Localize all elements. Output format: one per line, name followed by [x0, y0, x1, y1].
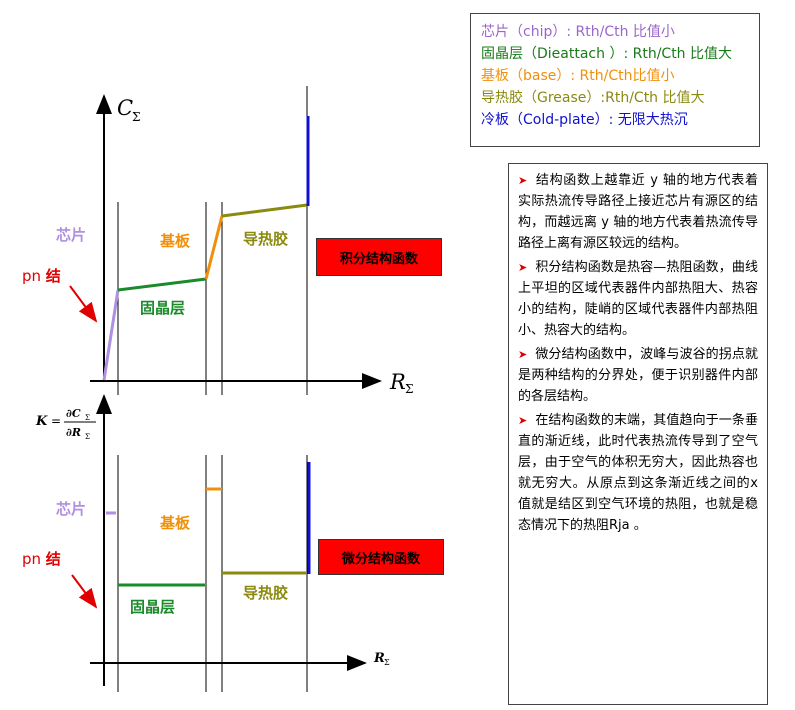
bottom-label-pn: pn 结 — [22, 548, 61, 569]
explanation-2: ➤积分结构函数是热容—热阻函数，曲线上平坦的区域代表器件内部热阻大、热容小的结构… — [518, 257, 758, 341]
svg-text:K: K — [35, 414, 48, 429]
top-label-die-attach: 固晶层 — [140, 299, 186, 317]
bottom-label-grease: 导热胶 — [243, 584, 289, 602]
bottom-label-chip: 芯片 — [56, 500, 87, 518]
bottom-pn-prefix: pn — [22, 550, 46, 568]
top-pn-prefix: pn — [22, 267, 46, 285]
legend-grease: 导热胶（Grease）:Rth/Cth 比值大 — [481, 90, 705, 106]
top-y-label-sub: Σ — [132, 110, 140, 124]
structure-function-diagram: C Σ R Σ R Σ K = ∂C Σ ∂R Σ — [35, 86, 413, 692]
top-label-pn: pn 结 — [22, 265, 61, 286]
svg-text:Σ: Σ — [85, 414, 90, 422]
k-formula: K = ∂C Σ ∂R Σ — [35, 407, 96, 441]
bottom-label-substrate: 基板 — [160, 514, 191, 532]
legend-cold-plate: 冷板（Cold-plate）: 无限大热沉 — [481, 112, 688, 128]
legend-die-attach: 固晶层（Dieattach ）: Rth/Cth 比值大 — [481, 46, 733, 62]
explanation-4: ➤在结构函数的末端，其值趋向于一条垂直的渐近线，此时代表热流传导到了空气层，由于… — [518, 410, 758, 536]
curve-die-attach — [117, 277, 207, 292]
top-label-grease: 导热胶 — [243, 230, 289, 248]
top-label-substrate: 基板 — [160, 232, 191, 250]
top-y-label: C — [117, 96, 133, 120]
bottom-pn-suffix: 结 — [45, 550, 61, 568]
explanation-3: ➤微分结构函数中，波峰与波谷的拐点就是两种结构的分界处，便于识别器件内部的各层结… — [518, 344, 758, 407]
explanation-1-text: 结构函数上越靠近 y 轴的地方代表着实际热流传导路径上接近芯片有源区的结构，而越… — [518, 173, 758, 251]
svg-text:Σ: Σ — [85, 433, 90, 441]
top-x-label-sub: Σ — [405, 382, 413, 396]
explanation-1: ➤结构函数上越靠近 y 轴的地方代表着实际热流传导路径上接近芯片有源区的结构，而… — [518, 170, 758, 254]
svg-text:∂R: ∂R — [66, 426, 81, 439]
top-x-label: R — [389, 370, 406, 394]
svg-text:∂C: ∂C — [66, 407, 81, 420]
explanation-2-text: 积分结构函数是热容—热阻函数，曲线上平坦的区域代表器件内部热阻大、热容小的结构，… — [518, 260, 758, 338]
bullet-arrow-icon: ➤ — [518, 414, 528, 427]
legend-chip: 芯片（chip）: Rth/Cth 比值小 — [481, 24, 675, 40]
bottom-label-die-attach: 固晶层 — [130, 598, 176, 616]
legend-substrate: 基板（base）: Rth/Cth比值小 — [481, 68, 675, 84]
differential-structure-function-box: 微分结构函数 — [318, 539, 444, 575]
bottom-x-label: R — [373, 651, 385, 666]
bullet-arrow-icon: ➤ — [518, 348, 528, 361]
curve-grease — [221, 203, 308, 218]
curve-chip — [102, 289, 120, 381]
bottom-pn-arrow — [71, 574, 98, 609]
top-pn-suffix: 结 — [45, 267, 61, 285]
top-pn-arrow — [69, 285, 98, 323]
legend-box: 芯片（chip）: Rth/Cth 比值小 固晶层（Dieattach ）: R… — [470, 13, 760, 147]
top-label-chip: 芯片 — [56, 226, 87, 244]
bullet-arrow-icon: ➤ — [518, 261, 528, 274]
explanation-4-text: 在结构函数的末端，其值趋向于一条垂直的渐近线，此时代表热流传导到了空气层，由于空… — [518, 413, 758, 533]
explanation-3-text: 微分结构函数中，波峰与波谷的拐点就是两种结构的分界处，便于识别器件内部的各层结构… — [518, 347, 758, 404]
curve-substrate — [204, 215, 224, 280]
integral-structure-function-box: 积分结构函数 — [316, 238, 442, 276]
bullet-arrow-icon: ➤ — [518, 174, 528, 187]
explanation-box: ➤结构函数上越靠近 y 轴的地方代表着实际热流传导路径上接近芯片有源区的结构，而… — [508, 163, 768, 705]
bottom-x-label-sub: Σ — [384, 658, 390, 667]
svg-text:=: = — [51, 414, 61, 428]
